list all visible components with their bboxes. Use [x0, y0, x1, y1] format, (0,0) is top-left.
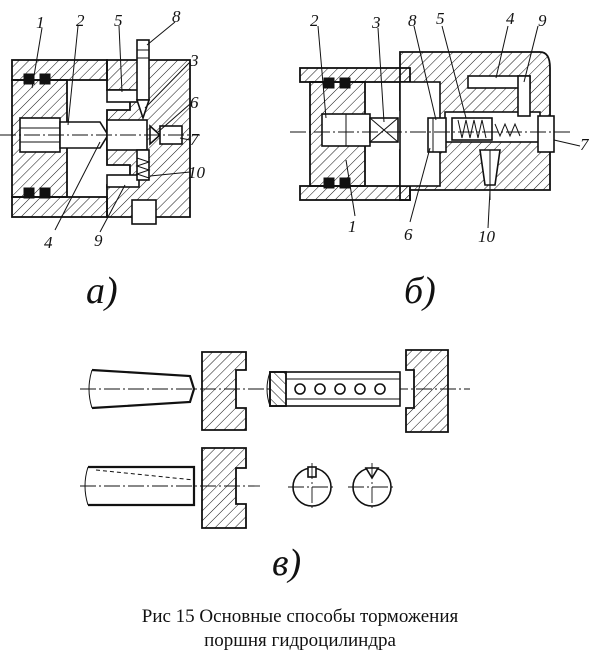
a-label-8: 8 [172, 7, 181, 26]
a-plug [131, 199, 157, 225]
c-plunger-break [88, 369, 93, 409]
a-label-7: 7 [190, 130, 200, 149]
b-label-2: 2 [310, 11, 319, 30]
subfigure-label-b: б) [404, 270, 436, 312]
a-seal [39, 73, 51, 85]
a-label-1: 1 [36, 13, 45, 32]
c-block-1 [201, 351, 247, 431]
b-label-4: 4 [506, 9, 515, 28]
b-cylinder-bottom-wall [299, 185, 411, 201]
subfigure-label-a: а) [86, 270, 118, 312]
b-label-10: 10 [478, 227, 496, 246]
a-label-9: 9 [94, 231, 103, 250]
subfigure-label-c: в) [272, 542, 301, 584]
a-label-3: 3 [189, 51, 199, 70]
a-throttle-8 [136, 39, 150, 101]
b-label-1: 1 [348, 217, 357, 236]
a-seal [23, 187, 35, 199]
drawing-b [290, 25, 581, 229]
a-channel-5 [106, 89, 140, 103]
b-label-9: 9 [538, 11, 547, 30]
figure-caption-line-1: Рис 15 Основные способы торможения [141, 606, 459, 627]
c-groove [95, 469, 195, 481]
a-seal [39, 187, 51, 199]
a-label-10: 10 [188, 163, 206, 182]
b-cylinder-top-wall [299, 67, 411, 83]
b-label-6: 6 [404, 225, 413, 244]
c-block-3 [201, 447, 247, 529]
drawing-a [0, 21, 200, 233]
c-block-2 [405, 349, 449, 433]
a-channel-9 [106, 174, 140, 188]
figure-caption-line-2: поршня гидроцилиндра [204, 630, 396, 651]
a-label-5: 5 [114, 11, 123, 30]
b-label-3: 3 [371, 13, 381, 32]
a-cylinder-bottom-wall [11, 196, 108, 218]
a-label-2: 2 [76, 11, 85, 30]
b-label-8: 8 [408, 11, 417, 30]
b-valve-8 [427, 117, 447, 153]
drawing-c [80, 349, 470, 529]
b-port-7 [537, 115, 555, 153]
b-label-5: 5 [436, 9, 445, 28]
a-label-4: 4 [44, 233, 53, 252]
b-label-7: 7 [580, 135, 590, 154]
a-label-6: 6 [190, 93, 199, 112]
